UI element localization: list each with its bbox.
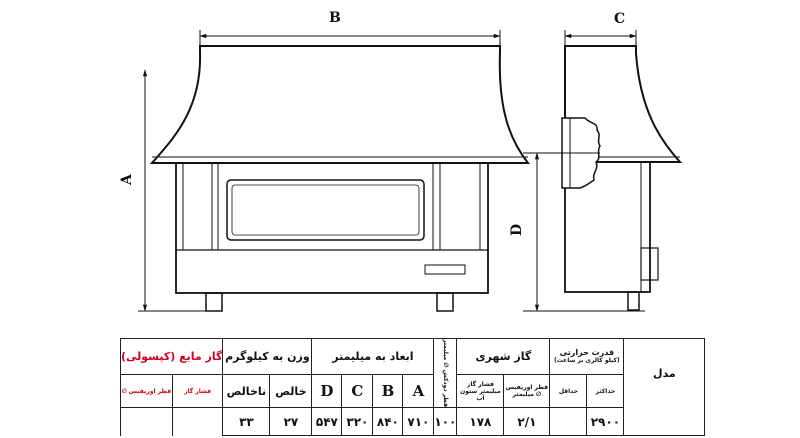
lpg-injector-value (120, 407, 173, 436)
dimension-c (564, 30, 637, 46)
dimension-b-label: B (329, 10, 341, 26)
dim-d-value: ۵۴۷ (311, 407, 343, 437)
heat-min-header: حداقل (549, 374, 588, 409)
city-gas-pressure-header: فشار گاز میلیمتر ستون آب (456, 374, 505, 409)
lpg-header: گاز مایع (کپسولی) (119, 337, 224, 376)
side-body (564, 161, 651, 293)
heat-capacity-unit: (کیلو کالری بر ساعت) (554, 357, 620, 365)
lpg-injector-header: قطر اوریفیس ∅ (120, 374, 173, 409)
dim-b-header: B (372, 374, 404, 409)
weight-header: وزن به کیلوگرم (222, 337, 313, 376)
city-gas-injector-value: ۲/۱ (503, 407, 551, 437)
front-view (149, 45, 531, 312)
weight-net-value: ۲۷ (269, 407, 313, 437)
front-leg-right (436, 292, 454, 312)
dimension-d (523, 152, 645, 312)
front-leg-left (205, 292, 223, 312)
dim-a-value: ۷۱۰ (402, 407, 435, 437)
model-value (623, 407, 706, 437)
weight-gross-value: ۳۳ (222, 407, 271, 437)
front-window (226, 179, 425, 241)
lpg-pressure-value (171, 407, 224, 436)
flue-header: قطر دودکش ∅ میلیمتر (433, 337, 458, 409)
flue-value: ۱۰۰ (433, 407, 458, 437)
dim-c-header: C (341, 374, 374, 409)
dimension-a-label: A (119, 173, 135, 186)
side-view (561, 45, 683, 311)
heat-max-header: حداکثر (586, 374, 625, 409)
dim-b-value: ۸۴۰ (372, 407, 404, 437)
city-gas-pressure-value: ۱۷۸ (456, 407, 505, 437)
city-gas-header: گاز شهری (456, 337, 551, 376)
dimension-c-label: C (614, 11, 625, 27)
weight-gross-header: ناخالص (222, 374, 271, 409)
dim-a-header: A (402, 374, 435, 409)
dimension-a (138, 69, 210, 312)
heat-capacity-header: قدرت حرارتی (کیلو کالری بر ساعت) (549, 337, 625, 376)
side-leg (627, 291, 640, 311)
dim-c-value: ۳۲۰ (341, 407, 374, 437)
heat-capacity-title: قدرت حرارتی (559, 348, 615, 358)
lpg-pressure-header: فشار گاز (171, 374, 224, 409)
control-slot (424, 264, 466, 275)
spec-table: مدل قدرت حرارتی (کیلو کالری بر ساعت) گاز… (119, 337, 706, 437)
front-body (175, 162, 489, 294)
heat-max-value: ۲۹۰۰ (586, 407, 625, 437)
dimension-d-label: D (509, 224, 525, 236)
weight-net-header: خالص (269, 374, 313, 409)
dimension-b (199, 30, 501, 46)
front-hood (149, 45, 531, 164)
heat-min-value (549, 407, 588, 437)
city-gas-injector-header: قطر اوریفیس ∅ میلیمتر (503, 374, 551, 409)
model-header: مدل (623, 337, 706, 408)
dimensions-header: ابعاد به میلیمتر (311, 337, 435, 376)
dim-d-header: D (311, 374, 343, 409)
